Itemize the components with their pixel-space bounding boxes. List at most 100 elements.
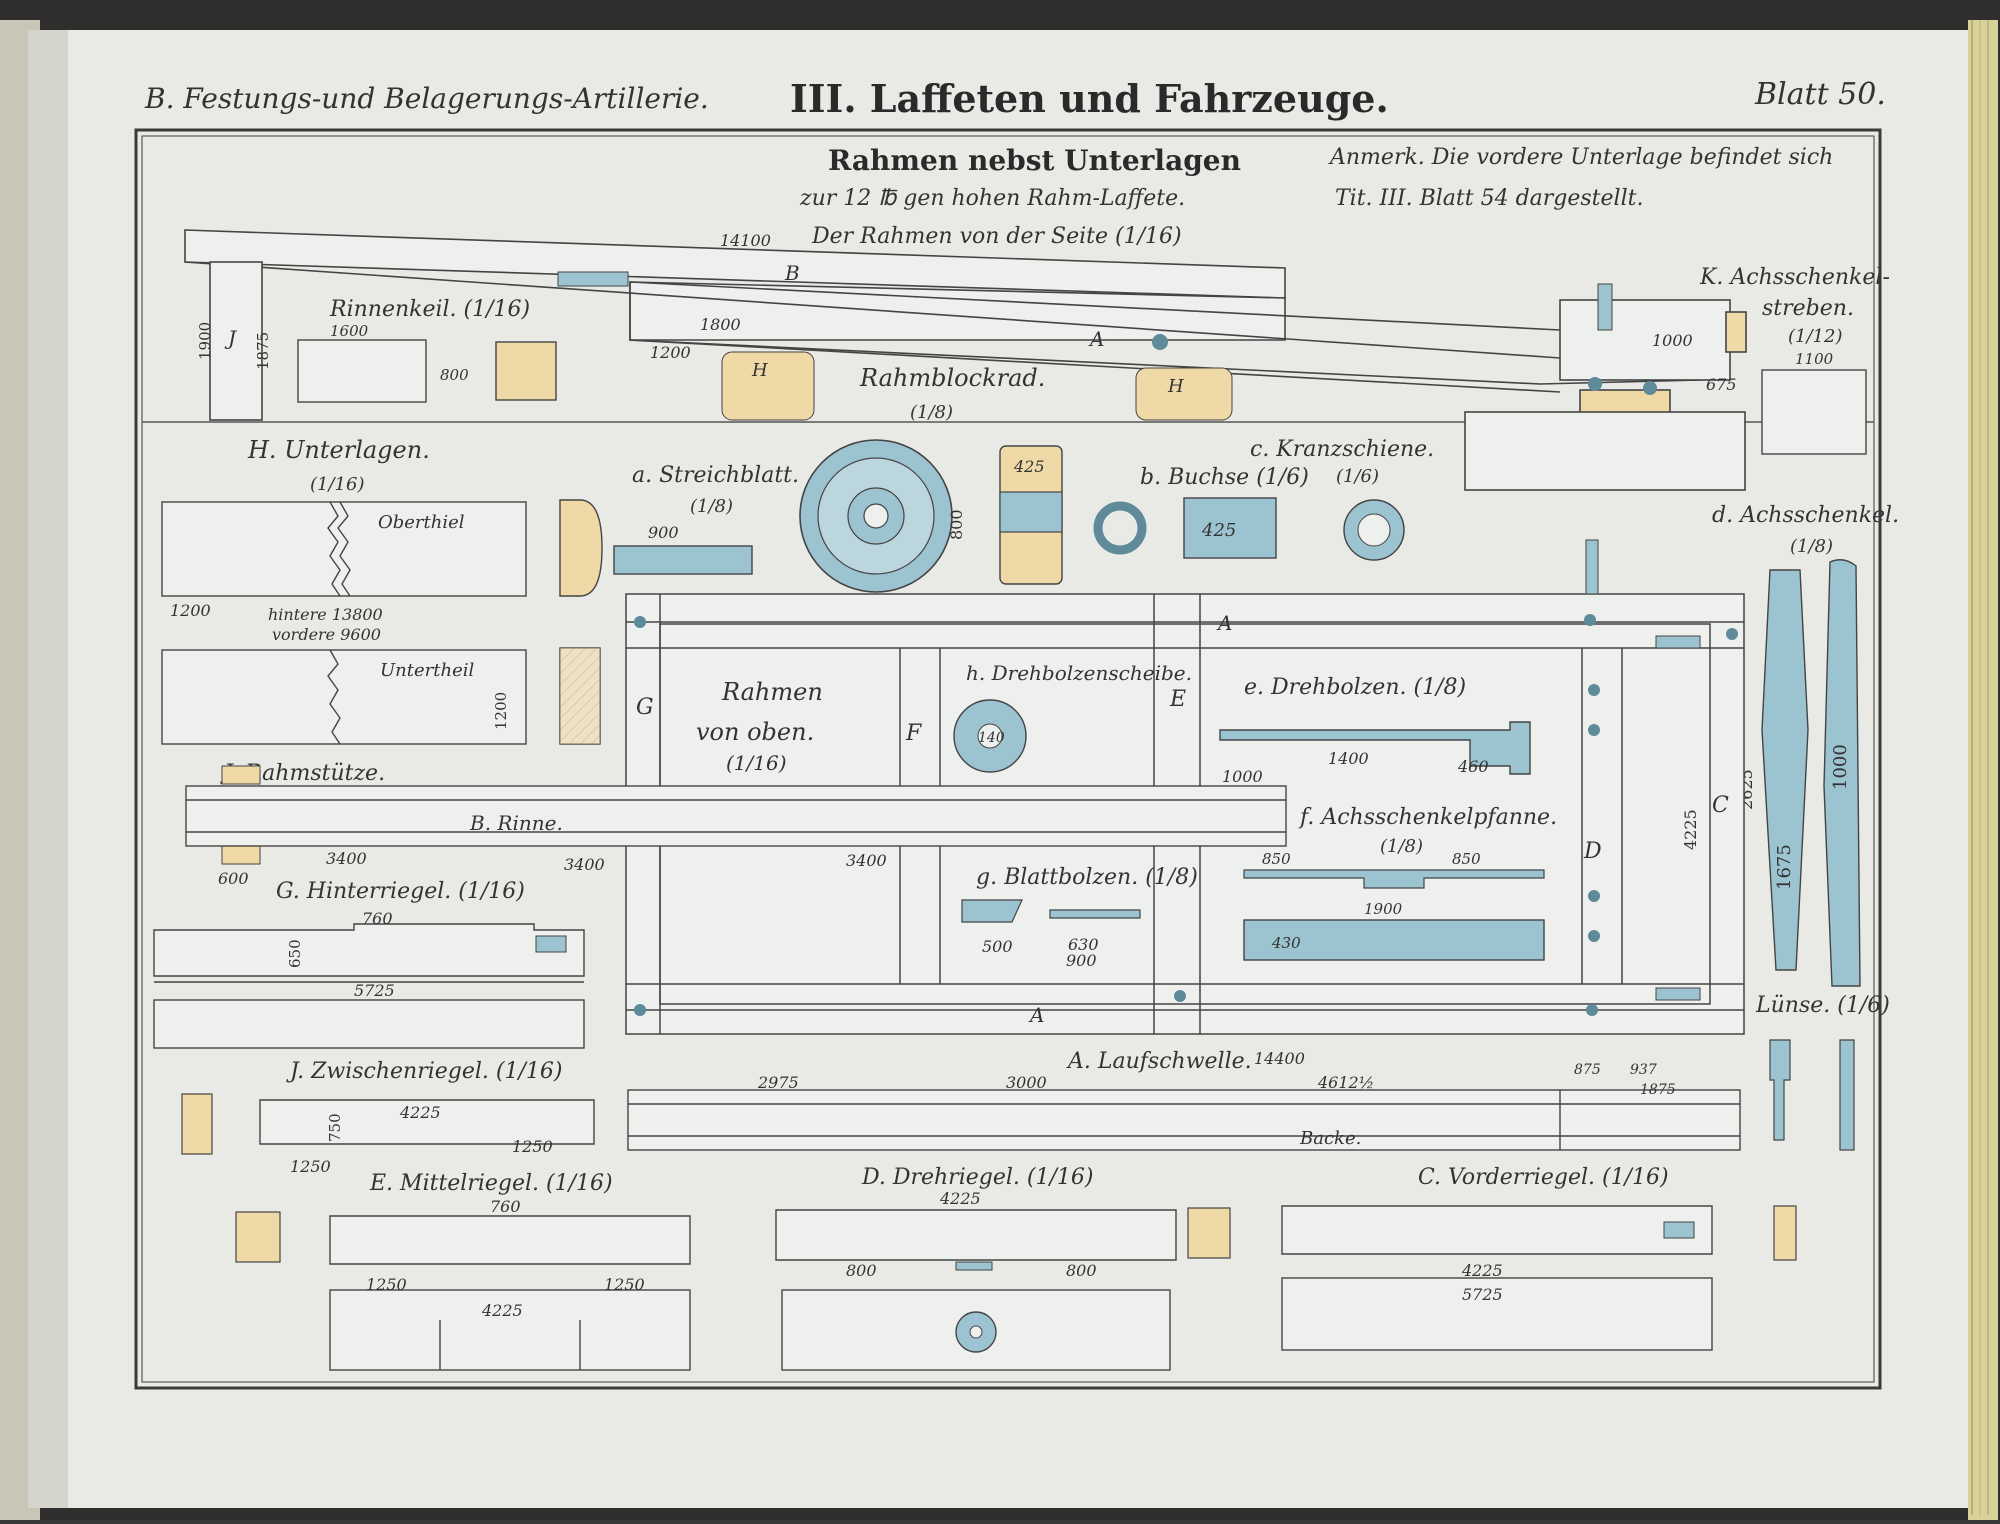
zwischenriegel-drawing (259, 1099, 595, 1145)
a-streichblatt-label: a. Streichblatt. (632, 463, 799, 488)
lunse-label: Lünse. (1/6) (1755, 993, 1890, 1018)
header-center-title: III. Laffeten und Fahrzeuge. (790, 76, 1389, 121)
side-view-bolt-3 (1643, 381, 1657, 395)
buchse-dim-425: 425 (1201, 520, 1236, 541)
plan-letter-F: F (905, 721, 922, 746)
laufschwelle-dim-3000: 3000 (1006, 1073, 1047, 1092)
rahmen-von-oben-2: von oben. (696, 718, 814, 746)
h-dim-1200-lower: 1200 (492, 692, 510, 730)
achsschenkelpfanne-bottom (1243, 919, 1545, 961)
pfanne-dim-1900: 1900 (1364, 900, 1403, 918)
plan-dim-4225: 4225 (1681, 809, 1700, 850)
streichblatt-part (613, 545, 753, 575)
achsschenkel-dim-1675: 1675 (1774, 844, 1795, 890)
zwischenriegel-dim-750: 750 (326, 1113, 344, 1142)
h-unterlagen-label: H. Unterlagen. (247, 436, 430, 464)
plan-letter-G: G (636, 695, 654, 720)
f-achsschenkelpfanne-scale: (1/8) (1380, 836, 1423, 857)
k-dim-1100: 1100 (1795, 350, 1834, 368)
zwischenriegel-end (181, 1093, 213, 1155)
c-kranzschiene-scale: (1/6) (1336, 466, 1379, 487)
rinnenkeil-dim-1600: 1600 (330, 322, 369, 340)
side-letter-H-2: H (1167, 376, 1184, 397)
zwischenriegel-dim-1250-1: 1250 (290, 1157, 331, 1176)
b-rinne-label: B. Rinne. (469, 811, 563, 835)
rinnenkeil-view-1 (297, 339, 427, 403)
rahmblockrad-wheel (799, 439, 953, 593)
pfanne-dim-850-1: 850 (1262, 850, 1291, 868)
side-view-block-H-2 (1135, 367, 1233, 421)
laufschwelle-dim-1875: 1875 (1640, 1082, 1676, 1098)
rinnenkeil-view-2 (495, 341, 557, 401)
hinterriegel-drawing (153, 923, 585, 1049)
rinne-dim-1000: 1000 (1222, 767, 1263, 786)
drawing-frame-inner (141, 135, 1875, 1383)
plan-letter-E: E (1169, 687, 1186, 712)
h-dim-1200-upper: 1200 (170, 601, 211, 620)
header-left-title: B. Festungs-und Belagerungs-Artillerie. (144, 82, 709, 115)
laufschwelle-dim-4612: 4612½ (1317, 1073, 1374, 1092)
side-view-bolt-2 (1588, 377, 1602, 391)
drehbolzen-dim-460: 460 (1457, 757, 1489, 776)
rinne-dim-3400-1: 3400 (326, 849, 367, 868)
mittelriegel-end (235, 1211, 281, 1263)
pfanne-dim-850-2: 850 (1452, 850, 1481, 868)
vorderriegel-dim-4225: 4225 (1461, 1261, 1503, 1280)
g-hinterriegel-label: G. Hinterriegel. (1/16) (276, 879, 525, 904)
page-gutter-shadow (28, 30, 68, 1508)
side-letter-H-1: H (751, 360, 768, 381)
a-laufschwelle-label: A. Laufschwelle. (1066, 1049, 1252, 1074)
zwischenriegel-dim-1250-2: 1250 (512, 1137, 553, 1156)
note-line-2: Tit. III. Blatt 54 dargestellt. (1335, 186, 1643, 211)
laufschwelle-dim-875: 875 (1574, 1062, 1601, 1078)
blattbolzen-part-1 (961, 899, 1023, 923)
k-scale-label: (1/12) (1788, 326, 1842, 347)
side-dim-1200: 1200 (650, 343, 691, 362)
k-achsschenkel-label: K. Achsschenkel- (1699, 265, 1890, 290)
h-unterlagen-upper (161, 501, 527, 597)
j-zwischenriegel-label: J. Zwischenriegel. (1/16) (286, 1059, 563, 1084)
rahmblockrad-dim-425: 425 (1013, 457, 1045, 476)
rahmen-von-oben-1: Rahmen (721, 678, 823, 706)
backe-label: Backe. (1299, 1128, 1361, 1149)
hinterriegel-dim-650: 650 (286, 939, 304, 968)
c-vorderriegel-label: C. Vorderriegel. (1/16) (1418, 1165, 1669, 1190)
pfanne-dim-430: 430 (1271, 934, 1301, 952)
zwischenriegel-dim-4225: 4225 (399, 1103, 441, 1122)
side-letter-A: A (1088, 327, 1104, 351)
oberthiel-label: Oberthiel (378, 512, 465, 533)
plan-letter-C: C (1712, 793, 1729, 818)
rinne-dim-600: 600 (218, 869, 249, 888)
rahmblockrad-side (999, 445, 1063, 585)
e-mittelriegel-label: E. Mittelriegel. (1/16) (369, 1171, 613, 1196)
laufschwelle-dim-14400: 14400 (1254, 1049, 1305, 1068)
rinne-dim-3400-2: 3400 (564, 855, 605, 874)
sheet-subtitle: zur 12 ℔ gen hohen Rahm-Laffete. (799, 186, 1185, 211)
mittelriegel-dim-1250-2: 1250 (604, 1275, 645, 1294)
achsschenkel-right (1823, 559, 1861, 987)
drehriegel-plate (955, 1261, 993, 1271)
side-dim-14100: 14100 (720, 231, 771, 250)
plan-letter-A-top: A (1216, 611, 1232, 635)
drehriegel-dim-800-2: 800 (1066, 1261, 1097, 1280)
mittelriegel-dim-1250-1: 1250 (366, 1275, 407, 1294)
header-plate-number: Blatt 50. (1754, 77, 1886, 112)
blattbolzen-dim-630: 630 (1068, 935, 1099, 954)
d-achsschenkel-scale: (1/8) (1790, 536, 1833, 557)
rahmblockrad-dim-800: 800 (947, 509, 966, 540)
vorderriegel-dim-5725: 5725 (1462, 1285, 1503, 1304)
vorderriegel-end (1773, 1205, 1797, 1261)
drehbolzenscheibe-dim-140: 140 (978, 730, 1005, 746)
mittelriegel-drawing (329, 1215, 691, 1371)
d-achsschenkel-label: d. Achsschenkel. (1712, 503, 1899, 528)
drehriegel-dim-4225: 4225 (939, 1189, 981, 1208)
side-view-block-H-1 (721, 351, 815, 421)
laufschwelle-dim-2975: 2975 (757, 1073, 799, 1092)
buchse-ring (1093, 501, 1147, 555)
e-drehbolzen-label: e. Drehbolzen. (1/8) (1244, 675, 1466, 700)
blattbolzen-dim-500: 500 (982, 937, 1013, 956)
h-drehbolzenscheibe-label: h. Drehbolzenscheibe. (966, 661, 1192, 685)
drehbolzen-part (1219, 721, 1531, 775)
laufschwelle-dim-937: 937 (1630, 1062, 1657, 1078)
rahmblockrad-label: Rahmblockrad. (859, 364, 1045, 392)
